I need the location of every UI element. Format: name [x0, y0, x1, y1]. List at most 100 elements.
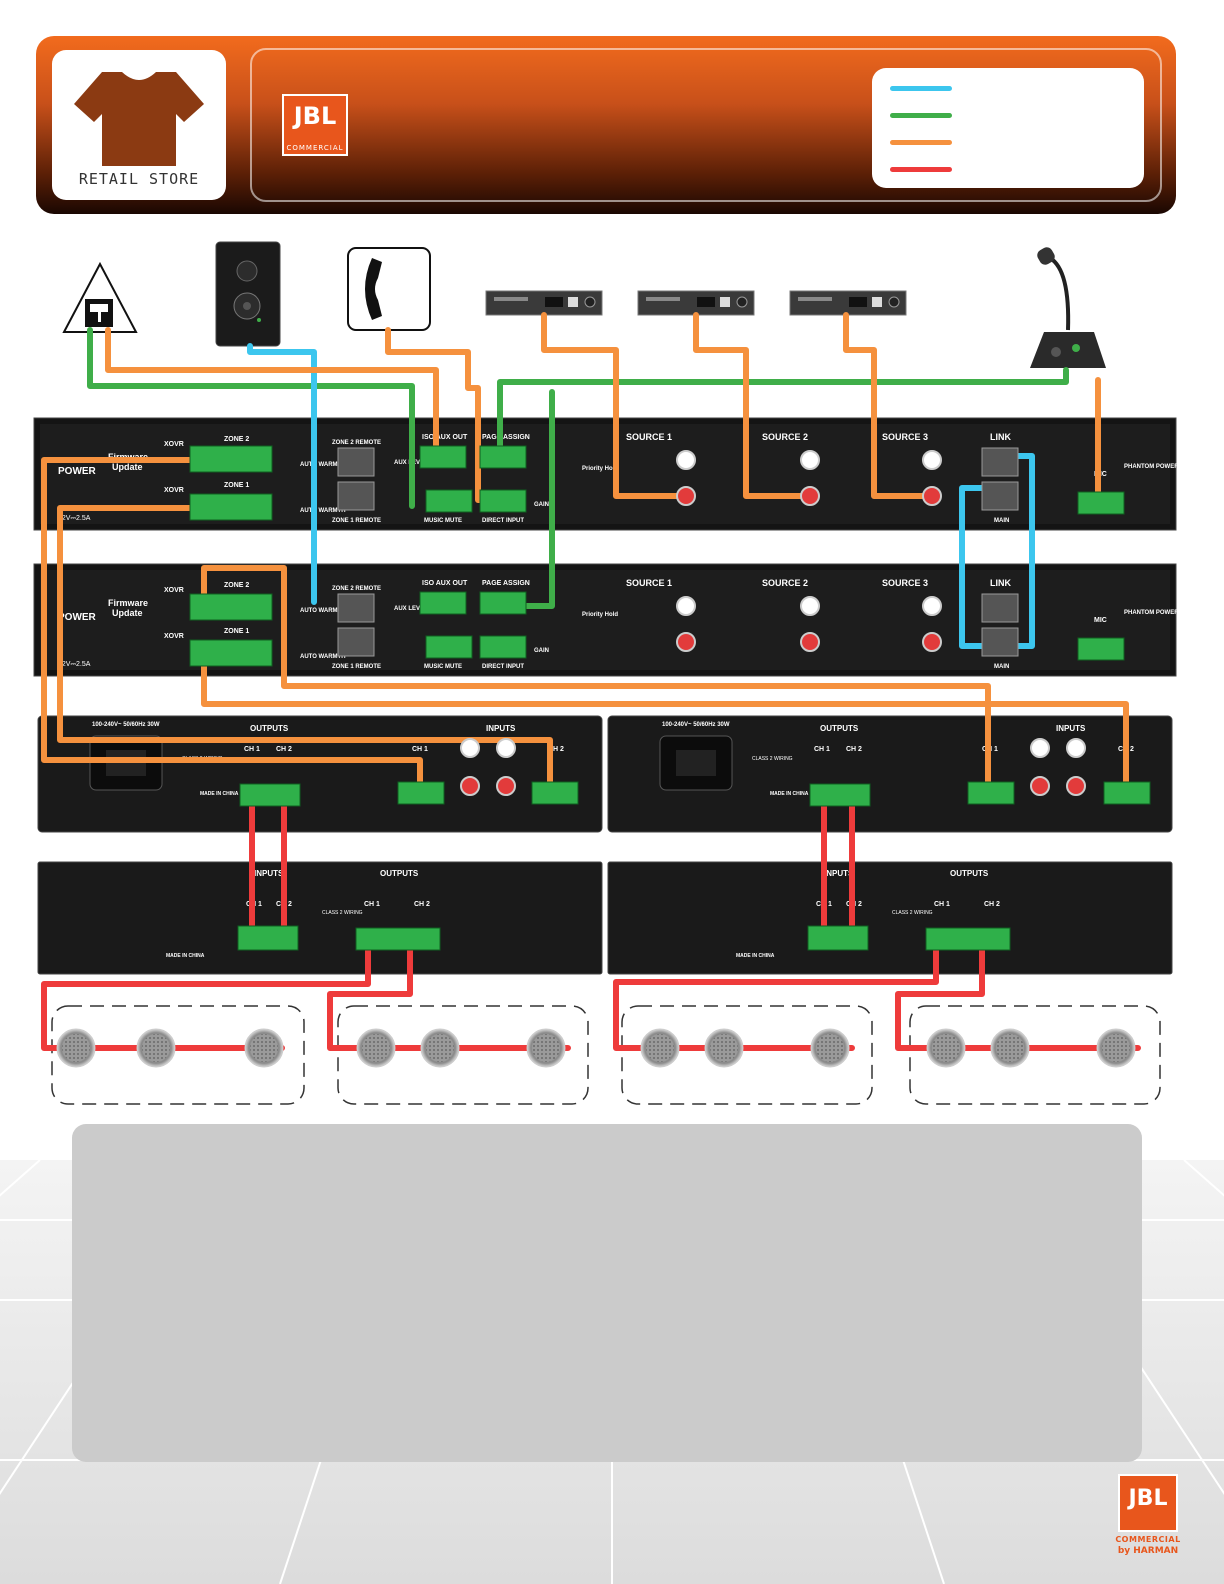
ceiling-speaker-icon — [526, 1028, 566, 1068]
media-player-3-icon — [789, 290, 907, 316]
mixer2-link-sources-port — [981, 593, 1019, 623]
mixer1-zone2-output-connector — [189, 445, 273, 473]
amp-left-inputs-label: INPUTS — [486, 724, 516, 733]
xfmr-left-input — [237, 925, 299, 951]
footer-jbl-text: JBL — [1128, 1486, 1168, 1511]
amp-right-ch1-label: CH 1 — [814, 746, 830, 753]
amp-right-outputs-label: OUTPUTS — [820, 724, 859, 733]
ceiling-speaker-icon — [244, 1028, 284, 1068]
mixer2-source2-label: SOURCE 2 — [762, 578, 808, 588]
mixer2-phantom-power-label: PHANTOM POWER — [1124, 610, 1179, 616]
speaker-zone-3 — [621, 1005, 873, 1105]
mixer2-zone1-remote-label: ZONE 1 REMOTE — [332, 664, 381, 670]
amp-left-outputs-label: OUTPUTS — [250, 724, 289, 733]
mixer1-page-assign-label: PAGE ASSIGN — [482, 434, 530, 441]
ceiling-speaker-icon — [640, 1028, 680, 1068]
xfmr-left-output — [355, 927, 441, 951]
mixer2-zone2-remote-label: ZONE 2 REMOTE — [332, 586, 381, 592]
mixer2-source1-label: SOURCE 1 — [626, 578, 672, 588]
cable-orange-source2 — [693, 312, 811, 499]
mixer2-aux-level-label: AUX LEVEL — [394, 606, 428, 612]
speaker-zone-4 — [909, 1005, 1161, 1105]
mixer2-zone1-remote-port — [337, 627, 375, 657]
amp-left-ch2-input — [531, 781, 579, 805]
speaker-zone-2 — [337, 1005, 589, 1105]
mixer1-iso-aux-connector — [419, 445, 467, 469]
mixer2-source1-r-jack — [676, 632, 696, 652]
amp-right-rca-1 — [1030, 738, 1050, 758]
mixer2-update-label: Update — [112, 608, 143, 618]
mixer2-mic-label: MIC — [1094, 617, 1107, 624]
cable-orange-unit2-zone1 — [201, 647, 1129, 793]
mixer2-zone2-label: ZONE 2 — [224, 582, 249, 589]
mixer1-xovr-label-2: XOVR — [164, 487, 184, 494]
mixer1-zone2-remote-port — [337, 447, 375, 477]
amp-left-rca-4 — [496, 776, 516, 796]
ceiling-speaker-icon — [704, 1028, 744, 1068]
jbl-logo-text: JBL — [293, 102, 337, 130]
mixer2-page-assign-connector — [479, 591, 527, 615]
tshirt-icon — [74, 72, 204, 166]
mixer2-mic-connector — [1077, 637, 1125, 661]
mixer2-zone2-remote-port — [337, 593, 375, 623]
cable-green-paging — [87, 327, 415, 509]
footer-jbl-logo: JBL — [1118, 1474, 1178, 1532]
mixer2-source2-l-jack — [800, 596, 820, 616]
xfmr-right-inputs-label: INPUTS — [824, 869, 854, 878]
amp-right-rca-3 — [1030, 776, 1050, 796]
amp-right-voltage-label: 100-240V~ 50/60Hz 30W — [662, 722, 730, 728]
mixer1-source3-label: SOURCE 3 — [882, 432, 928, 442]
amp-right-ch2-input — [1103, 781, 1151, 805]
mixer1-direct-input-connector — [479, 489, 527, 513]
mixer1-page-assign-connector — [479, 445, 527, 469]
amp-left-ch2-in-label: CH 2 — [548, 746, 564, 753]
amp-left-rca-1 — [460, 738, 480, 758]
mixer1-source3-r-jack — [922, 486, 942, 506]
amp-right-inputs-label: INPUTS — [1056, 724, 1086, 733]
mixer2-direct-input-label: DIRECT INPUT — [482, 664, 524, 670]
mixer2-power-label: POWER — [58, 612, 97, 623]
mixer1-direct-input-label: DIRECT INPUT — [482, 518, 524, 524]
mixer1-auto-warmth-label-2: AUTO WARMTH — [300, 508, 346, 514]
mixer1-source2-label: SOURCE 2 — [762, 432, 808, 442]
ceiling-speaker-icon — [926, 1028, 966, 1068]
cable-red-zone-3 — [613, 937, 939, 1051]
xfmr-right-input — [807, 925, 869, 951]
xfmr-right-ch2-out-label: CH 2 — [984, 901, 1000, 908]
xfmr-right-ch1-out-label: CH 1 — [934, 901, 950, 908]
ceiling-speaker-icon — [990, 1028, 1030, 1068]
amplifier-right — [607, 715, 1173, 833]
mixer1-update-label: Update — [112, 462, 143, 472]
xfmr-left-made-in-china-label: MADE IN CHINA — [166, 953, 205, 959]
xfmr-left-ch2-out-label: CH 2 — [414, 901, 430, 908]
mixer2-priority-hold-label: Priority Hold — [582, 612, 618, 618]
ceiling-speaker-icon — [1096, 1028, 1136, 1068]
mixer1-zone1-label: ZONE 1 — [224, 482, 249, 489]
amp-left-rca-3 — [460, 776, 480, 796]
jbl-logo: JBL COMMERCIAL — [282, 94, 348, 156]
mixer2-link-main-port — [981, 627, 1019, 657]
ceiling-speaker-icon — [56, 1028, 96, 1068]
mixer1-music-mute-label: MUSIC MUTE — [424, 518, 462, 524]
mixer1-zone2-label: ZONE 2 — [224, 436, 249, 443]
mixer1-music-mute-connector — [425, 489, 473, 513]
mixer1-xovr-label: XOVR — [164, 441, 184, 448]
mixer1-zone1-remote-port — [337, 481, 375, 511]
mixer2-xovr-label-2: XOVR — [164, 633, 184, 640]
desktop-microphone-icon — [1030, 247, 1106, 368]
amp-left-ch1-in-label: CH 1 — [412, 746, 428, 753]
notes-panel — [72, 1124, 1142, 1462]
telephone-icon — [347, 247, 431, 331]
amp-right-class2-label: CLASS 2 WIRING — [752, 756, 793, 762]
cable-orange-zone2-out — [41, 457, 423, 793]
jbl-logo-subtext: COMMERCIAL — [286, 144, 344, 152]
mixer2-power-rating-label: 12V⎓2.5A — [58, 661, 91, 668]
mixer2-source3-label: SOURCE 3 — [882, 578, 928, 588]
xfmr-left-ch1-out-label: CH 1 — [364, 901, 380, 908]
mixer2-xovr-label: XOVR — [164, 587, 184, 594]
amp-right-rca-4 — [1066, 776, 1086, 796]
header-banner: RETAIL STORE JBL COMMERCIAL — [36, 36, 1176, 214]
mixer1-link-label: LINK — [990, 432, 1011, 442]
mixer2-music-mute-connector — [425, 635, 473, 659]
venue-card: RETAIL STORE — [52, 50, 226, 200]
